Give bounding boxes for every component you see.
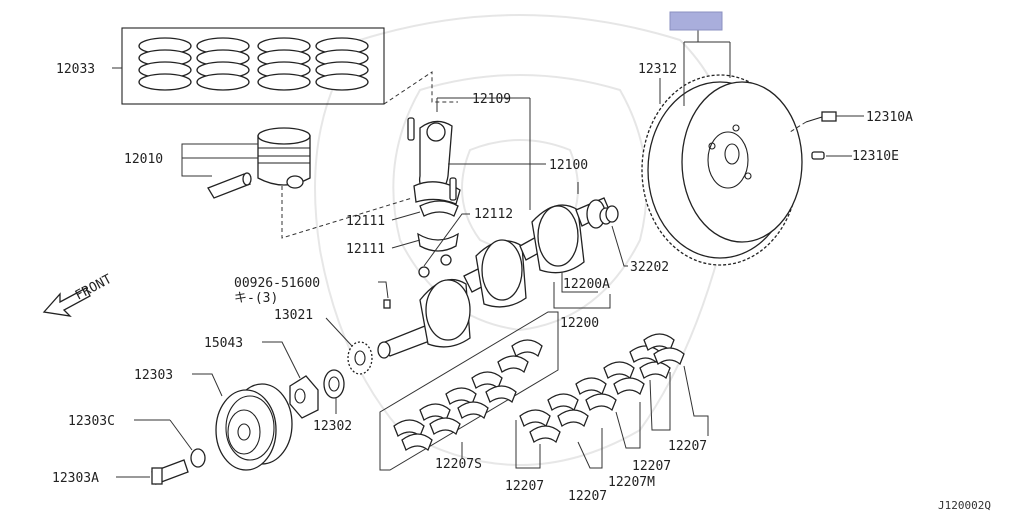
flywheel-bolt[interactable]	[805, 111, 837, 123]
label-12111-b[interactable]: 12111	[346, 242, 385, 257]
crankshaft[interactable]	[377, 197, 611, 359]
label-12312[interactable]: 12312	[638, 62, 677, 77]
label-12112[interactable]: 12112	[474, 207, 513, 222]
woodruff-key[interactable]	[383, 299, 391, 309]
crank-pulley[interactable]	[215, 383, 293, 471]
label-12303A[interactable]: 12303A	[52, 471, 99, 486]
label-12207S[interactable]: 12207S	[435, 457, 482, 472]
ring-stack-1	[138, 37, 192, 91]
connecting-rod[interactable]	[407, 117, 461, 205]
label-12010[interactable]: 12010	[124, 152, 163, 167]
label-12109[interactable]: 12109	[472, 92, 511, 107]
ring-stack-3	[257, 37, 311, 91]
label-12207-b[interactable]: 12207	[568, 489, 607, 504]
oil-pump-spacer[interactable]	[289, 375, 319, 419]
main-bearing-set[interactable]	[393, 339, 543, 452]
rod-nut[interactable]	[418, 254, 452, 278]
pulley-bolt-washer[interactable]	[190, 448, 206, 468]
main-bearing-4[interactable]	[603, 361, 645, 396]
label-12302[interactable]: 12302	[313, 419, 352, 434]
label-12033[interactable]: 12033	[56, 62, 95, 77]
main-bearing-1[interactable]	[519, 409, 561, 444]
label-32202[interactable]: 32202	[630, 260, 669, 275]
dowel-pin[interactable]	[811, 151, 825, 160]
label-12303[interactable]: 12303	[134, 368, 173, 383]
label-12207-d[interactable]: 12207	[668, 439, 707, 454]
label-12207-c[interactable]: 12207	[632, 459, 671, 474]
main-bearing-5[interactable]	[629, 345, 671, 380]
highlight-badge[interactable]	[669, 11, 723, 31]
pulley-bolt[interactable]	[151, 459, 189, 485]
main-bearing-center[interactable]	[575, 377, 617, 412]
piston-ring-set[interactable]	[121, 27, 385, 105]
label-13021[interactable]: 13021	[274, 308, 313, 323]
label-12303C[interactable]: 12303C	[68, 414, 115, 429]
label-00926-qty: キ-(3)	[234, 291, 278, 306]
label-12310A[interactable]: 12310A	[866, 110, 913, 125]
pilot-bushing[interactable]	[599, 205, 619, 225]
diagram-code: J120002Q	[938, 499, 991, 511]
rod-bearing-lower[interactable]	[417, 232, 459, 252]
piston[interactable]	[257, 127, 311, 189]
label-12111-a[interactable]: 12111	[346, 214, 385, 229]
ring-stack-2	[196, 37, 250, 91]
crank-sprocket[interactable]	[347, 341, 373, 375]
label-12207M[interactable]: 12207M	[608, 475, 655, 490]
main-bearing-2[interactable]	[547, 393, 589, 428]
piston-pin[interactable]	[207, 172, 252, 199]
flywheel[interactable]	[641, 74, 803, 266]
pulley-washer[interactable]	[323, 369, 345, 399]
label-00926[interactable]: 00926-51600	[234, 276, 320, 291]
label-15043[interactable]: 15043	[204, 336, 243, 351]
label-12200A[interactable]: 12200A	[563, 277, 610, 292]
label-12200[interactable]: 12200	[560, 316, 599, 331]
front-label: FRONT	[73, 272, 115, 304]
ring-stack-4	[315, 37, 369, 91]
label-12100[interactable]: 12100	[549, 158, 588, 173]
rod-bearing-upper[interactable]	[419, 200, 459, 217]
label-12207-a[interactable]: 12207	[505, 479, 544, 494]
front-arrow-icon	[42, 287, 91, 317]
label-12310E[interactable]: 12310E	[852, 149, 899, 164]
main-bearing-6[interactable]	[643, 333, 685, 366]
